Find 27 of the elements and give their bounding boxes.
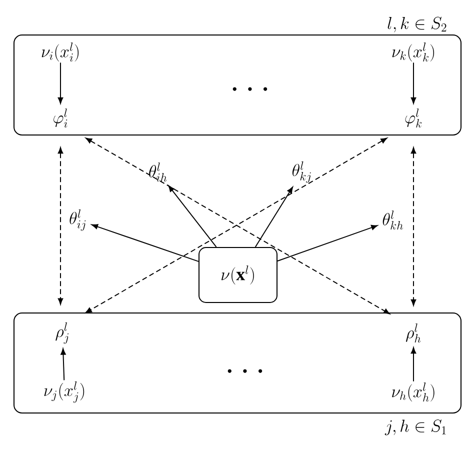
process-box: $\nu(\mathbf{x}^l)$ xyxy=(198,247,278,303)
math-label: $\rho_j^l$ xyxy=(56,322,69,344)
ellipsis: $\cdots$ xyxy=(228,369,262,373)
dashed-arrow xyxy=(58,147,64,305)
math-label: $\nu_j(x_j^l)$ xyxy=(44,381,84,403)
math-label: $\theta_{ih}^l$ xyxy=(149,162,167,182)
math-label: $\nu_k(x_k^l)$ xyxy=(392,42,434,62)
arrow xyxy=(254,186,294,248)
arrow xyxy=(92,224,199,262)
math-label: $\theta_{ij}^l$ xyxy=(70,209,86,231)
set-label: $j, h \in S_1$ xyxy=(384,420,446,436)
ellipsis: $\cdots$ xyxy=(232,87,268,91)
math-label: $\varphi_i^l$ xyxy=(54,108,68,128)
arrow xyxy=(410,62,416,104)
math-label: $\nu_i(x_i^l)$ xyxy=(42,42,79,62)
arrow xyxy=(58,62,64,104)
arrow xyxy=(60,348,66,381)
set-label: $l, k \in S_2$ xyxy=(388,16,446,32)
math-label: $\rho_h^l$ xyxy=(406,324,421,343)
math-label: $\theta_{kh}^l$ xyxy=(382,210,403,230)
arrow xyxy=(410,347,416,382)
math-label: $\varphi_k^l$ xyxy=(405,108,422,128)
arrow xyxy=(168,185,217,248)
dashed-arrow xyxy=(410,147,416,306)
arrow xyxy=(277,224,378,262)
math-label: $\nu_h(x_h^l)$ xyxy=(392,382,434,402)
math-label: $\theta_{kj}^l$ xyxy=(292,161,311,183)
